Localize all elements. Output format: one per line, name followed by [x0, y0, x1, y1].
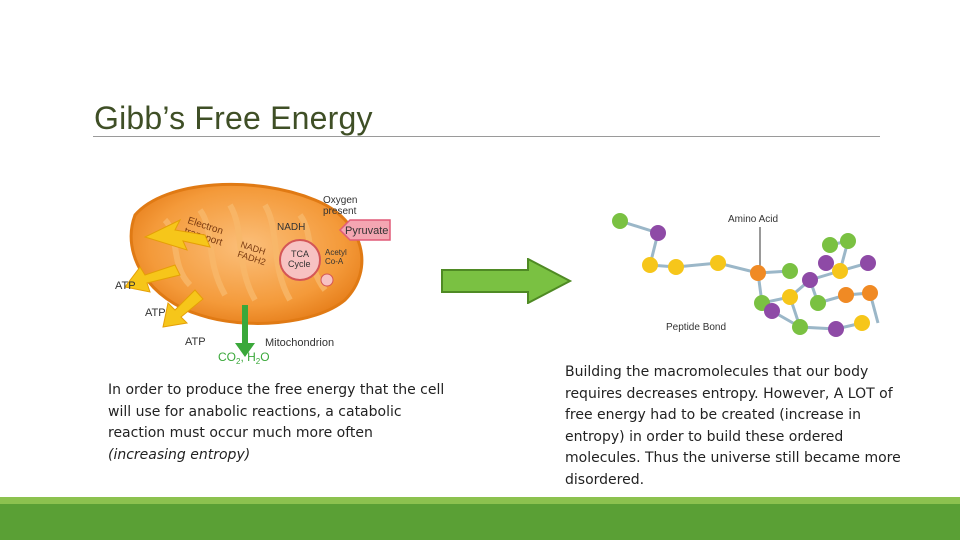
svg-text:CO2, H2O: CO2, H2O — [218, 350, 270, 366]
footer-bar — [0, 504, 960, 540]
slide-title: Gibb’s Free Energy — [94, 100, 373, 136]
peptide-bond-label: Peptide Bond — [666, 322, 726, 333]
svg-text:TCA Cycle: TCA Cycle — [288, 249, 311, 269]
left-paragraph-emphasis: (increasing entropy) — [108, 446, 251, 463]
peptide-chain-diagram: Amino Acid Peptide Bond — [612, 213, 880, 337]
left-paragraph: In order to produce the free energy that… — [108, 380, 458, 466]
right-arrow — [441, 258, 573, 304]
right-paragraph: Building the macromolecules that our bod… — [565, 364, 901, 488]
left-paragraph-main: In order to produce the free energy that… — [108, 382, 445, 442]
atp-label-2: ATP — [145, 307, 166, 319]
tca-cycle — [279, 239, 321, 281]
title-underline — [93, 136, 880, 137]
pyruvate-label: Pyruvate — [345, 225, 388, 237]
mitochondrion-label: Mitochondrion — [265, 337, 334, 349]
mitochondrion-diagram: Oxygen present Pyruvate NADH Electron tr… — [115, 182, 391, 366]
oxygen-label: Oxygen — [323, 195, 357, 206]
nadh-label: NADH — [277, 222, 305, 233]
atp-label-1: ATP — [115, 280, 136, 292]
atp-label-3: ATP — [185, 336, 206, 348]
footer-accent-bar — [0, 497, 960, 504]
amino-acid-label: Amino Acid — [728, 214, 778, 225]
svg-text:Oxygen present: Oxygen present — [323, 195, 360, 217]
svg-text:Acetyl Co-A: Acetyl Co-A — [325, 248, 349, 266]
